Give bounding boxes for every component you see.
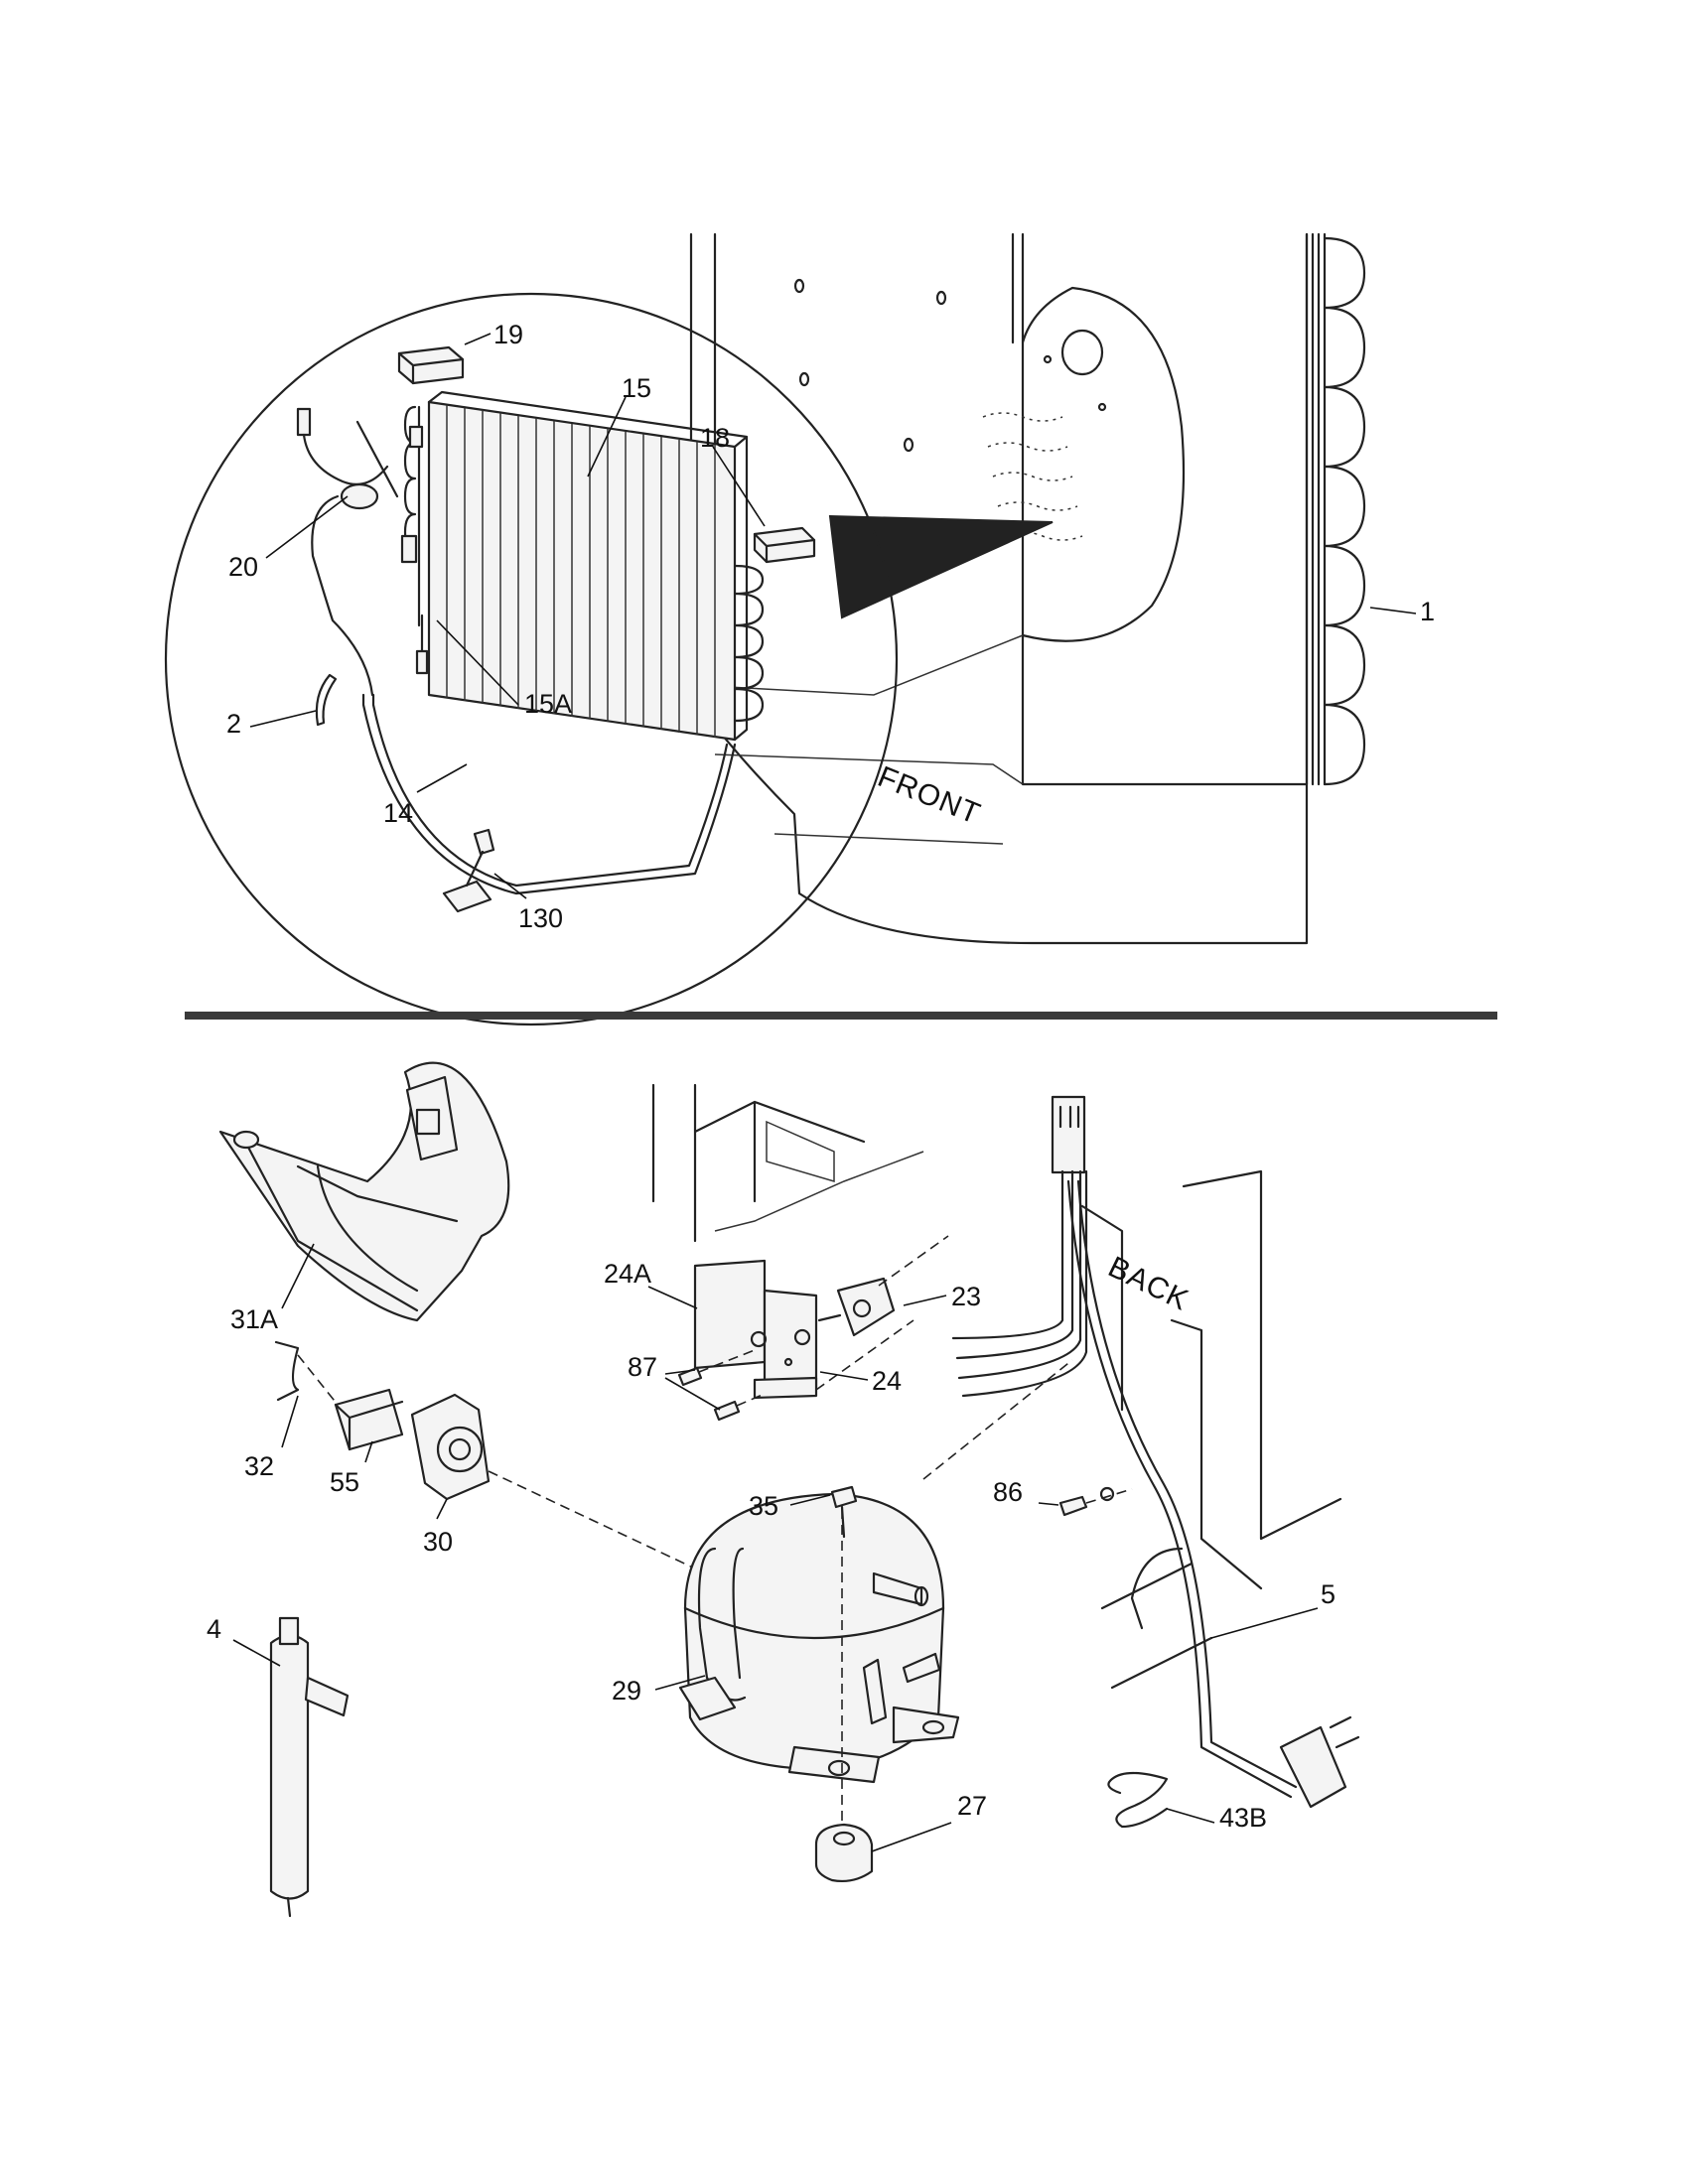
- callout-130: 130: [518, 903, 563, 933]
- callout-31A: 31A: [230, 1304, 278, 1334]
- lower-section: BACK: [207, 1061, 1360, 1918]
- compressor: [678, 1485, 960, 1851]
- callout-30: 30: [423, 1527, 453, 1557]
- wiring-harness: [922, 1095, 1360, 1809]
- cabinet-front-view: FRONT: [689, 232, 1309, 945]
- filter-drier: [269, 1616, 350, 1918]
- callout-14: 14: [383, 798, 413, 828]
- projection-wedge: [828, 514, 1054, 619]
- callout-15A: 15A: [524, 689, 572, 719]
- callout-24A: 24A: [604, 1259, 651, 1289]
- callout-15: 15: [622, 373, 651, 403]
- callout-1: 1: [1420, 597, 1435, 626]
- upper-section: FRONT: [164, 232, 1435, 1026]
- back-label: BACK: [1103, 1251, 1194, 1317]
- callout-19: 19: [493, 320, 523, 349]
- drain-pan: [218, 1061, 510, 1322]
- callout-43B: 43B: [1219, 1803, 1267, 1833]
- callout-86: 86: [993, 1477, 1023, 1507]
- part-18-block: [753, 526, 816, 564]
- tube-clip-43B: [1107, 1771, 1169, 1829]
- condenser-coil: [1305, 232, 1366, 786]
- callout-18: 18: [700, 423, 730, 453]
- callout-24: 24: [872, 1366, 902, 1396]
- callout-4: 4: [207, 1614, 221, 1644]
- section-divider: [185, 1012, 1497, 1020]
- callout-35: 35: [749, 1491, 778, 1521]
- callout-29: 29: [612, 1676, 641, 1706]
- start-relay-assembly: [274, 1340, 696, 1570]
- callout-5: 5: [1321, 1579, 1336, 1609]
- grommet-27: [814, 1823, 874, 1883]
- part-2-clip: [315, 673, 338, 727]
- callout-27: 27: [957, 1791, 987, 1821]
- callout-32: 32: [244, 1451, 274, 1481]
- callout-2: 2: [226, 709, 241, 739]
- callout-55: 55: [330, 1467, 359, 1497]
- detail-circle: [164, 292, 899, 1026]
- evaporator: [400, 390, 765, 742]
- thermostat: [296, 407, 737, 895]
- callout-87: 87: [628, 1352, 657, 1382]
- callout-23: 23: [951, 1282, 981, 1311]
- ground-screw-86: [1058, 1486, 1133, 1517]
- front-label: FRONT: [873, 760, 985, 831]
- part-130-drain: [442, 828, 495, 913]
- part-19-block: [397, 345, 465, 385]
- callout-20: 20: [228, 552, 258, 582]
- relay-bracket: [693, 1235, 949, 1400]
